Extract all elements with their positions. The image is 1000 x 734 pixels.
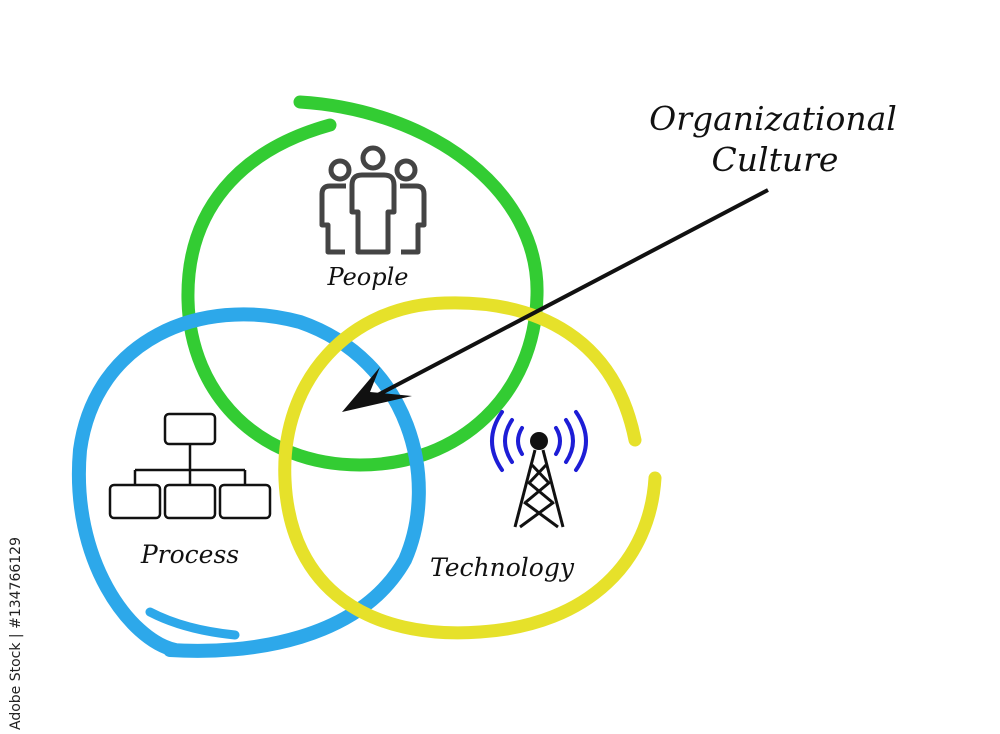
arrow [342, 188, 769, 412]
org-chart-icon [108, 412, 272, 520]
people-icon [319, 145, 427, 255]
title-line-1: Organizational [649, 99, 897, 138]
process-label: Process [140, 540, 239, 569]
people-circle [181, 95, 544, 472]
people-label: People [327, 263, 409, 291]
technology-label: Technology [430, 553, 575, 582]
technology-circle [278, 296, 662, 640]
radio-tower-icon [490, 410, 588, 529]
title-line-2: Culture [712, 140, 839, 179]
process-circle [71, 307, 426, 658]
stock-id-watermark: Adobe Stock | #134766129 [8, 537, 24, 730]
